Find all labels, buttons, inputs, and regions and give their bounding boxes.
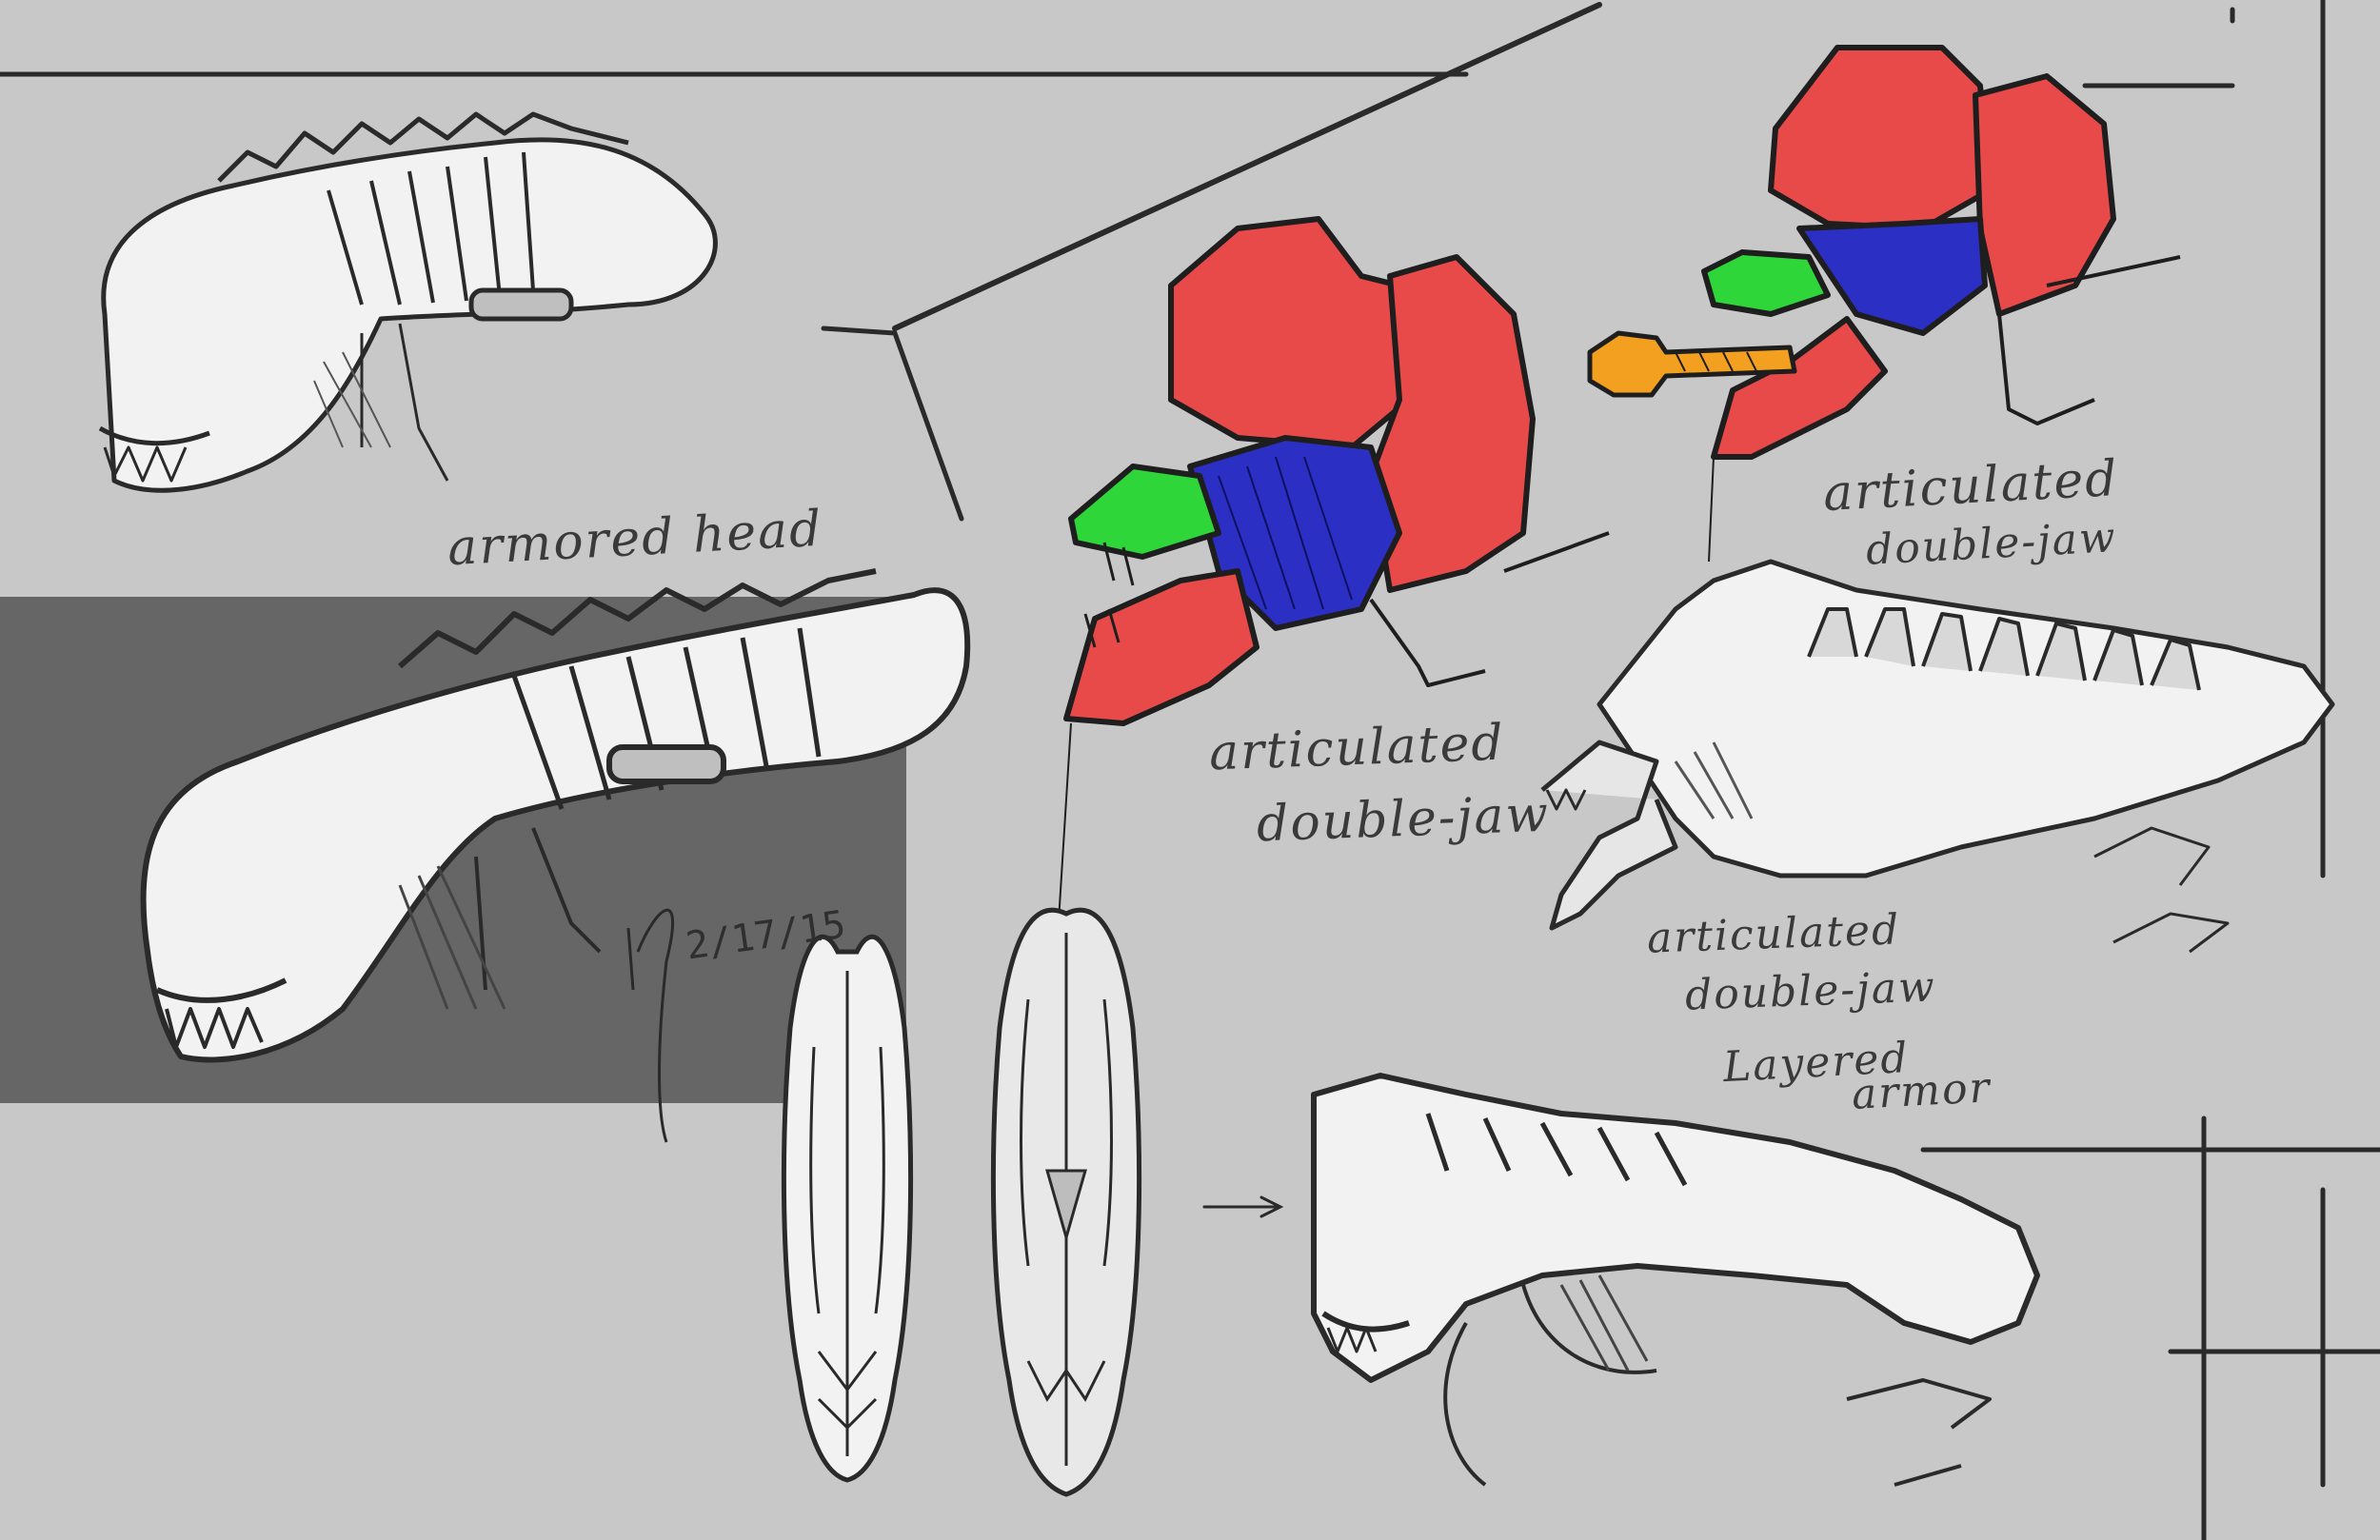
color-jaw-diagram-1	[1056, 216, 1610, 953]
top-down-view-left	[781, 934, 914, 1483]
label-double-jaw-3: double-jaw	[1684, 962, 1937, 1020]
color-jaw-diagram-2	[1587, 45, 2181, 563]
layered-armor-head-sketch	[1311, 1073, 2040, 1487]
label-articulated-3: articulated	[1646, 905, 1901, 963]
artist-signature	[626, 908, 675, 1143]
label-double-jaw-1: double-jaw	[1256, 785, 1551, 854]
large-head-sketch	[140, 568, 971, 1063]
armored-head-sketch	[98, 111, 718, 493]
label-armor: armor	[1850, 1063, 1993, 1119]
label-articulated-1: articulated	[1208, 714, 1506, 782]
orange-inner-jaw	[1587, 330, 1797, 398]
top-down-view-right	[990, 907, 1142, 1497]
right-articulated-head-sketch	[1540, 559, 2335, 954]
label-articulated-2: articulated	[1821, 449, 2120, 523]
